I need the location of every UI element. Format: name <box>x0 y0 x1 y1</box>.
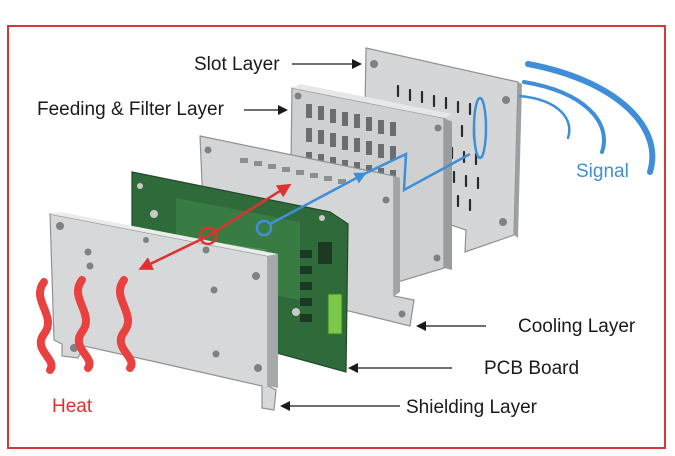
cooling-layer-label: Cooling Layer <box>518 316 636 337</box>
pcb-board-label: PCB Board <box>484 358 580 379</box>
double-arrow-icon <box>138 183 292 270</box>
feeding-filter-layer-label: Feeding & Filter Layer <box>37 99 224 120</box>
heat-wave-icon <box>36 276 136 374</box>
signal-label: Signal <box>576 161 629 182</box>
heat-label: Heat <box>52 396 93 417</box>
signal-wave-icon <box>518 61 656 175</box>
leader-lines <box>244 59 486 411</box>
shielding-layer-plate <box>49 212 278 411</box>
slot-layer-label: Slot Layer <box>194 54 280 75</box>
signal-path <box>255 96 488 237</box>
diagram-frame <box>7 25 666 449</box>
shielding-layer-label: Shielding Layer <box>406 397 537 418</box>
